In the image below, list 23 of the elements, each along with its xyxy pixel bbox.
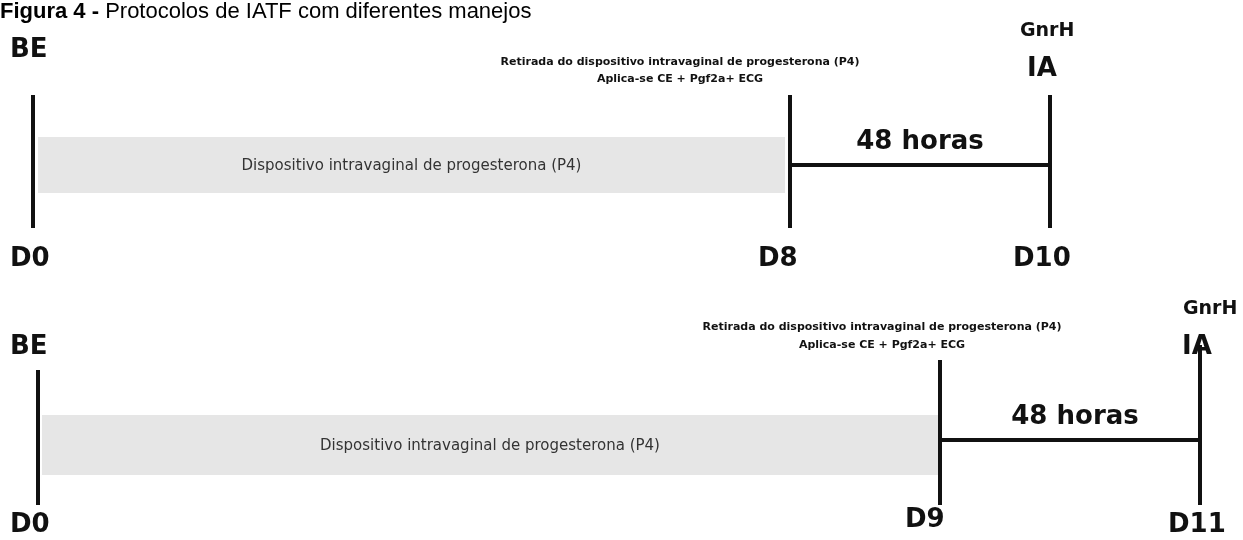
figure-title: Figura 4 - Protocolos de IATF com diferentes manejos	[0, 0, 532, 24]
step-label: BE	[10, 33, 48, 63]
duration-label: 48 horas	[1011, 400, 1139, 430]
bar-text: Dispositivo intravaginal de progesterona (P4)	[320, 436, 660, 454]
progesterone-device-bar	[42, 415, 938, 475]
step-label: BE	[10, 330, 48, 360]
step-label: IA	[1182, 330, 1212, 360]
progesterone-device-bar	[38, 137, 785, 193]
hormone-label: GnrH	[1183, 296, 1238, 318]
day-label: D9	[905, 503, 945, 533]
step-label: IA	[1027, 52, 1057, 82]
procedure-note: Retirada do dispositivo intravaginal de progesterona (P4)	[500, 55, 860, 68]
day-label: D11	[1168, 508, 1226, 538]
procedure-note: Aplica-se CE + Pgf2a+ ECG	[798, 338, 966, 351]
day-label: D10	[1013, 242, 1071, 272]
hormone-label: GnrH	[1020, 18, 1075, 40]
day-label: D0	[10, 508, 50, 538]
bar-text: Dispositivo intravaginal de progesterona (P4)	[241, 156, 582, 174]
day-label: D0	[10, 242, 50, 272]
procedure-note: Aplica-se CE + Pgf2a+ ECG	[596, 72, 764, 85]
duration-label: 48 horas	[856, 125, 984, 155]
day-label: D8	[758, 242, 798, 272]
procedure-note: Retirada do dispositivo intravaginal de progesterona (P4)	[702, 320, 1062, 333]
